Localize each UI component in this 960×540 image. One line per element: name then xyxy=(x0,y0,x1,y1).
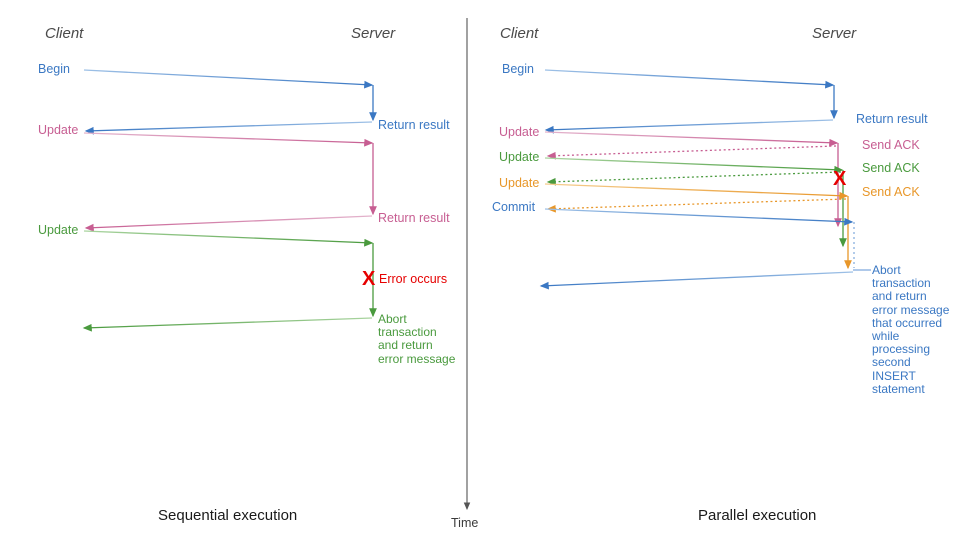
arrow-update-1-request xyxy=(83,132,374,147)
arrow-commit-request xyxy=(544,208,854,226)
arrow-send-ack-2 xyxy=(546,171,842,186)
right-error-x-icon: X xyxy=(833,168,847,190)
right-msg-send-ack-3: Send ACK xyxy=(862,185,920,199)
arrow-update-2-request-p xyxy=(544,157,844,174)
left-msg-update-1: Update xyxy=(38,123,79,137)
right-msg-begin: Begin xyxy=(502,62,534,76)
left-msg-update-2: Update xyxy=(38,223,79,237)
right-msg-update-3: Update xyxy=(499,176,540,190)
right-caption: Parallel execution xyxy=(698,507,817,524)
left-msg-begin: Begin xyxy=(38,62,70,76)
right-msg-send-ack-2: Send ACK xyxy=(862,161,920,175)
left-actor-server: Server xyxy=(351,25,396,42)
left-actor-client: Client xyxy=(45,25,84,42)
left-msg-return-result-1: Return result xyxy=(378,118,450,132)
right-actor-server: Server xyxy=(812,25,857,42)
arrow-update-1-request-p xyxy=(544,131,839,147)
sequential-panel-arrows xyxy=(82,69,377,332)
left-error-x-icon: X xyxy=(362,268,376,290)
right-msg-update-2: Update xyxy=(499,150,540,164)
right-msg-send-ack-1: Send ACK xyxy=(862,138,920,152)
time-axis-label: Time xyxy=(451,516,479,530)
arrow-send-ack-3 xyxy=(546,198,847,213)
parallel-panel-arrows xyxy=(539,69,871,290)
arrow-return-result-2 xyxy=(84,215,373,232)
arrow-send-ack-1 xyxy=(546,145,837,160)
left-msg-abort-block: Abort transaction and return error messa… xyxy=(378,312,456,366)
arrow-update-3-request-p xyxy=(544,183,849,200)
arrow-abort-return xyxy=(82,317,373,332)
right-actor-client: Client xyxy=(500,25,539,42)
right-msg-return-result: Return result xyxy=(856,112,928,126)
left-caption: Sequential execution xyxy=(158,507,298,524)
right-msg-abort-block: Abort transaction and return error messa… xyxy=(872,263,950,396)
arrow-begin-request-p xyxy=(544,69,835,89)
left-msg-error-occurs: Error occurs xyxy=(379,272,448,286)
right-msg-commit: Commit xyxy=(492,200,536,214)
arrow-abort-return-p xyxy=(539,271,854,290)
arrow-return-result-1 xyxy=(84,121,373,135)
right-msg-update-1: Update xyxy=(499,125,540,139)
arrow-return-result-p xyxy=(544,119,834,134)
left-msg-return-result-2: Return result xyxy=(378,211,450,225)
arrow-begin-request xyxy=(83,69,374,89)
arrow-update-2-request xyxy=(83,230,374,247)
